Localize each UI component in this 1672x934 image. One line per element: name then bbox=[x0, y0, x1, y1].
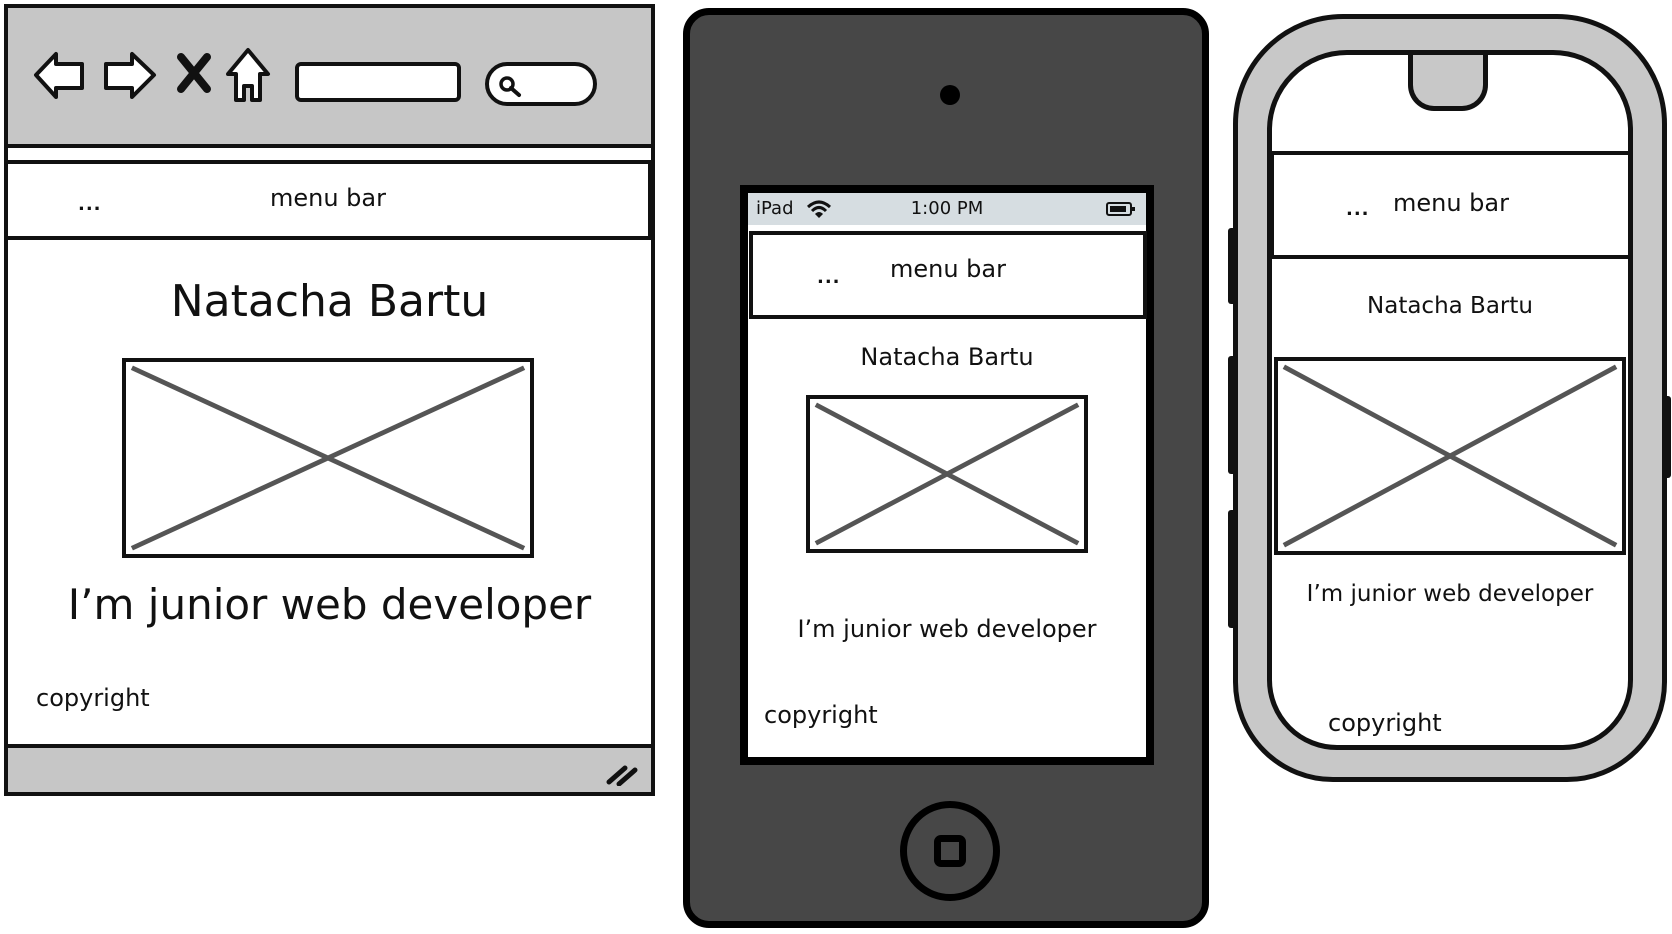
wifi-icon bbox=[806, 200, 832, 218]
tagline: I’m junior web developer bbox=[1306, 581, 1594, 607]
device-label: iPad bbox=[756, 198, 794, 219]
page-title: Natacha Bartu bbox=[1367, 293, 1533, 319]
power-button bbox=[1663, 396, 1671, 478]
menu-dots[interactable]: ... bbox=[78, 194, 102, 215]
page-title: Natacha Bartu bbox=[860, 343, 1034, 371]
battery-icon bbox=[1106, 202, 1135, 216]
image-placeholder bbox=[122, 358, 534, 558]
footer-copyright[interactable]: copyright bbox=[1328, 709, 1442, 737]
volume-up-button bbox=[1228, 228, 1236, 304]
volume-down-button bbox=[1228, 356, 1236, 474]
side-button bbox=[1228, 510, 1236, 628]
menu-bar[interactable]: ... menu bar bbox=[749, 231, 1147, 319]
search-icon bbox=[499, 76, 521, 97]
image-placeholder bbox=[806, 395, 1088, 553]
close-icon[interactable] bbox=[176, 52, 212, 94]
phone-notch bbox=[1408, 55, 1488, 111]
phone-screen: ... menu bar Natacha Bartu I’m junior we… bbox=[1267, 50, 1633, 750]
menu-bar[interactable]: ... menu bar bbox=[1272, 151, 1628, 259]
menu-bar[interactable]: ... menu bar bbox=[4, 160, 652, 240]
search-field[interactable] bbox=[485, 62, 597, 106]
browser-status-bar bbox=[8, 744, 651, 792]
home-icon[interactable] bbox=[224, 46, 272, 108]
page-title: Natacha Bartu bbox=[170, 276, 489, 327]
address-bar-input[interactable] bbox=[295, 62, 461, 102]
ipad-device-mockup: iPad 1:00 PM ... menu bar Natacha Bartu bbox=[683, 8, 1209, 928]
camera-dot bbox=[940, 85, 960, 105]
menu-bar-label: menu bar bbox=[889, 255, 1006, 283]
tagline: I’m junior web developer bbox=[797, 615, 1097, 643]
home-button[interactable] bbox=[900, 801, 1000, 901]
image-placeholder bbox=[1274, 357, 1626, 555]
menu-bar-label: menu bar bbox=[1392, 189, 1509, 217]
footer-copyright[interactable]: copyright bbox=[764, 701, 878, 729]
back-arrow-icon[interactable] bbox=[32, 46, 88, 104]
menu-dots[interactable]: ... bbox=[1346, 199, 1370, 220]
menu-dots[interactable]: ... bbox=[817, 267, 841, 288]
menu-bar-label: menu bar bbox=[269, 184, 386, 212]
resize-grip-icon[interactable] bbox=[603, 758, 639, 786]
ipad-screen: iPad 1:00 PM ... menu bar Natacha Bartu bbox=[740, 185, 1154, 765]
footer-copyright[interactable]: copyright bbox=[36, 684, 150, 712]
home-button-square-icon bbox=[934, 835, 966, 867]
status-time: 1:00 PM bbox=[910, 198, 984, 219]
browser-window-mockup: ... menu bar Natacha Bartu I’m junior we… bbox=[4, 4, 655, 796]
forward-arrow-icon[interactable] bbox=[100, 46, 158, 104]
browser-toolbar bbox=[8, 8, 651, 148]
tagline: I’m junior web developer bbox=[67, 580, 592, 629]
ipad-status-bar: iPad 1:00 PM bbox=[748, 193, 1146, 225]
